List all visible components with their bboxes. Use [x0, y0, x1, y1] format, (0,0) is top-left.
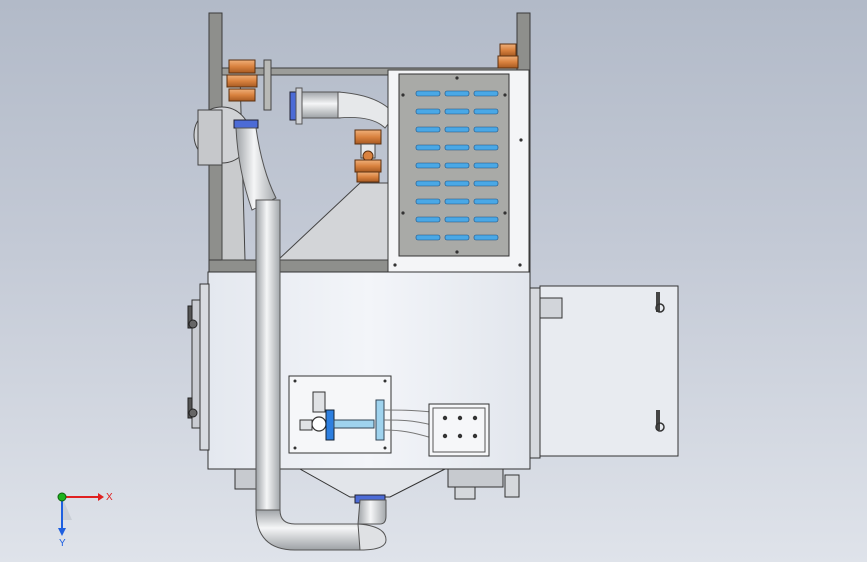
vent-slot-icon — [444, 180, 470, 187]
vent-slot-icon — [473, 180, 499, 187]
bottom-hopper[interactable] — [234, 468, 520, 504]
vent-slot-icon — [473, 144, 499, 151]
vent-slot-icon — [473, 234, 499, 241]
x-axis-label: X — [106, 492, 113, 503]
vent-slot-icon — [444, 108, 470, 115]
vent-slot-icon — [415, 216, 441, 223]
vent-slots — [415, 90, 499, 241]
vent-slot-icon — [415, 108, 441, 115]
vent-slot-icon — [473, 162, 499, 169]
door-handle-lower[interactable] — [187, 397, 198, 419]
coordinate-triad: X Y — [57, 492, 113, 549]
vent-slot-icon — [415, 90, 441, 97]
vent-slot-icon — [415, 162, 441, 169]
vent-slot-icon — [473, 216, 499, 223]
top-pipe[interactable] — [289, 87, 396, 129]
control-box-latch-upper[interactable] — [655, 292, 665, 313]
vent-slot-icon — [415, 144, 441, 151]
vent-slot-icon — [444, 90, 470, 97]
copper-valve-center[interactable] — [354, 129, 382, 183]
vent-slot-icon — [415, 234, 441, 241]
terminal-block[interactable] — [428, 403, 490, 457]
vent-slot-icon — [444, 144, 470, 151]
vent-slot-icon — [444, 234, 470, 241]
vent-grille-panel[interactable] — [387, 69, 530, 273]
pneumatic-panel[interactable] — [288, 375, 433, 454]
vent-slot-icon — [444, 216, 470, 223]
vent-slot-icon — [415, 180, 441, 187]
side-control-box[interactable] — [529, 285, 679, 459]
vent-slot-icon — [473, 108, 499, 115]
x-axis-arrowhead-icon — [98, 493, 104, 501]
vent-slot-icon — [444, 162, 470, 169]
vent-slot-icon — [444, 198, 470, 205]
panel-screws — [393, 76, 523, 267]
door-handle-upper[interactable] — [187, 305, 198, 329]
vent-slot-icon — [473, 126, 499, 133]
vent-slot-icon — [473, 198, 499, 205]
y-axis-arrowhead-icon — [58, 528, 66, 536]
vent-slot-icon — [415, 126, 441, 133]
vent-slot-icon — [444, 126, 470, 133]
y-axis-label: Y — [59, 538, 66, 549]
vent-slot-icon — [415, 198, 441, 205]
control-box-latch-lower[interactable] — [655, 410, 665, 432]
origin-sphere-icon — [57, 492, 67, 502]
return-pipe[interactable] — [233, 119, 387, 551]
copper-fitting-left[interactable] — [226, 59, 258, 102]
copper-fitting-right[interactable] — [497, 43, 519, 69]
vent-slot-icon — [473, 90, 499, 97]
